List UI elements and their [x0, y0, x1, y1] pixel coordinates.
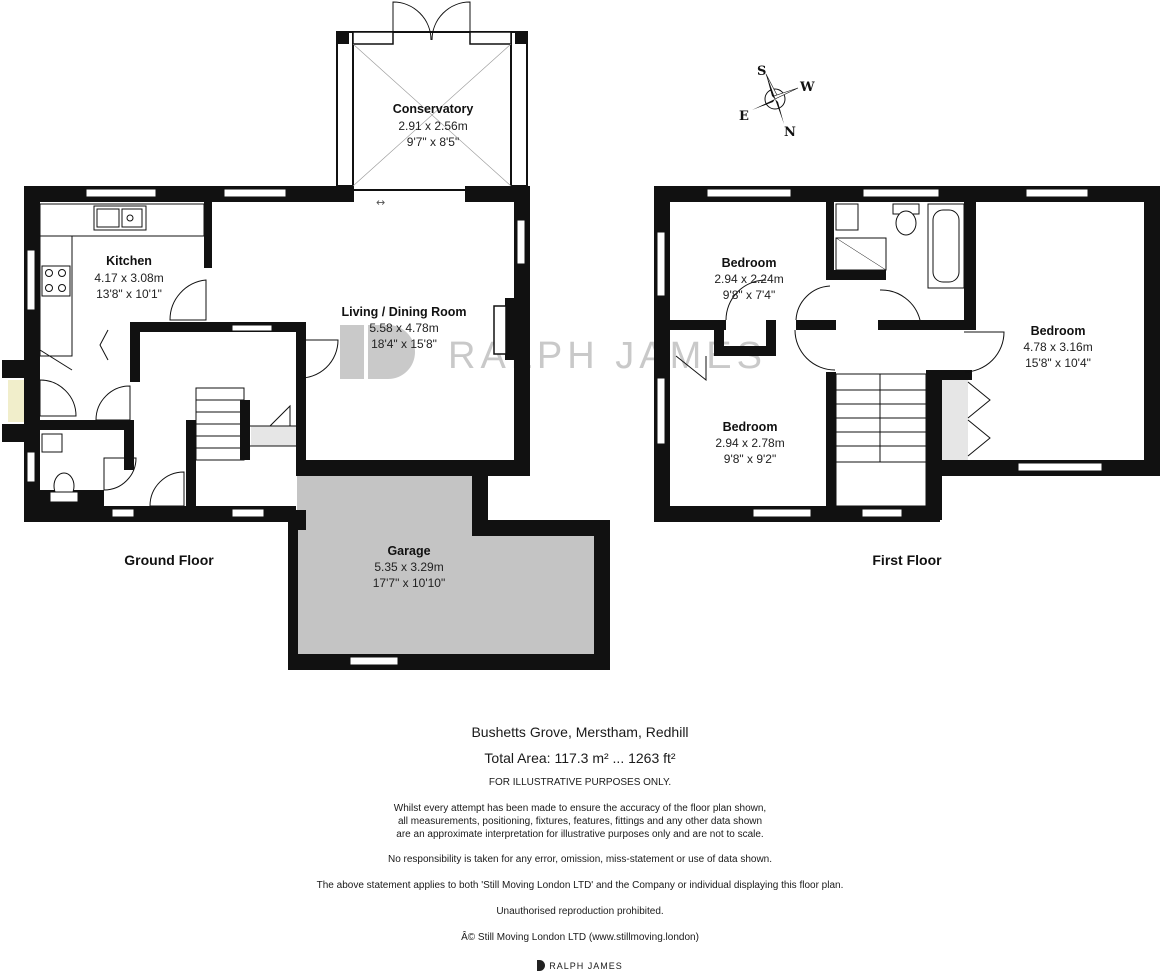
first-walls — [654, 186, 1160, 522]
disclaimer-line: are an approximate interpretation for il… — [396, 829, 764, 840]
disclaimer-line: all measurements, positioning, fixtures,… — [397, 816, 763, 827]
brand-footer: RALPH JAMES — [230, 960, 930, 971]
room-imperial-kitchen: 13'8" x 10'1" — [96, 287, 162, 301]
room-metric-kitchen: 4.17 x 3.08m — [94, 271, 163, 285]
room-metric-bedroom-3: 2.94 x 2.78m — [715, 436, 784, 450]
cloakroom-fittings — [41, 433, 79, 503]
room-imperial-bedroom-1: 9'8" x 7'4" — [723, 288, 775, 302]
statement: The above statement applies to both 'Sti… — [316, 880, 844, 891]
first-doors — [675, 279, 1005, 457]
illustrative-note: FOR ILLUSTRATIVE PURPOSES ONLY. — [488, 777, 672, 788]
floor-plan: RALPH JAMES — [2, 1, 1160, 670]
bathroom-fittings — [835, 203, 965, 289]
room-imperial-conservatory: 9'7" x 8'5" — [407, 135, 459, 149]
ground-floor-plan: ↔ — [2, 1, 610, 670]
compass-e: E — [739, 109, 749, 124]
room-imperial-bedroom-2: 15'8" x 10'4" — [1025, 356, 1091, 370]
room-name-bedroom-2: Bedroom — [1031, 324, 1086, 338]
room-name-living-dining: Living / Dining Room — [342, 305, 467, 319]
room-name-kitchen: Kitchen — [106, 254, 152, 268]
room-name-bedroom-1: Bedroom — [722, 256, 777, 270]
compass-w: W — [799, 80, 815, 95]
room-name-conservatory: Conservatory — [393, 102, 474, 116]
ground-doors — [39, 279, 339, 507]
conservatory-frame: ↔ — [336, 1, 528, 209]
room-metric-bedroom-1: 2.94 x 2.24m — [714, 272, 783, 286]
compass-icon: S W E N — [739, 64, 815, 140]
property-address: Bushetts Grove, Merstham, Redhill — [471, 724, 689, 740]
first-stairs — [835, 373, 927, 507]
room-name-bedroom-3: Bedroom — [723, 420, 778, 434]
room-imperial-garage: 17'7" x 10'10" — [373, 576, 446, 590]
room-metric-conservatory: 2.91 x 2.56m — [398, 119, 467, 133]
room-imperial-bedroom-3: 9'8" x 9'2" — [724, 452, 776, 466]
fireplace — [493, 298, 519, 360]
room-metric-bedroom-2: 4.78 x 3.16m — [1023, 340, 1092, 354]
first-floor-label: First Floor — [872, 552, 942, 568]
garage-area — [297, 475, 600, 660]
kitchen-fittings — [39, 203, 205, 357]
cupboard — [251, 426, 297, 446]
porch — [8, 380, 28, 422]
first-windows — [656, 188, 1103, 518]
ground-floor-label: Ground Floor — [124, 552, 214, 568]
disclaimer-line: Whilst every attempt has been made to en… — [393, 803, 767, 814]
room-metric-living-dining: 5.58 x 4.78m — [369, 321, 438, 335]
compass-n: N — [784, 125, 796, 140]
room-name-garage: Garage — [387, 544, 430, 558]
copyright: Â© Still Moving London LTD (www.stillmov… — [461, 932, 699, 943]
unauthorised-note: Unauthorised reproduction prohibited. — [496, 906, 664, 917]
room-imperial-living-dining: 18'4" x 15'8" — [371, 337, 437, 351]
wardrobe — [938, 380, 968, 460]
ground-windows — [26, 188, 526, 666]
brand-logo-icon — [537, 960, 546, 971]
brand-name: RALPH JAMES — [549, 960, 623, 971]
no-responsibility: No responsibility is taken for any error… — [387, 854, 773, 865]
svg-text:↔: ↔ — [376, 196, 385, 209]
total-area: Total Area: 117.3 m² ... 1263 ft² — [484, 750, 676, 766]
ground-stairs — [195, 387, 296, 461]
room-metric-garage: 5.35 x 3.29m — [374, 560, 443, 574]
first-floor-plan: Bedroom 2.94 x 2.24m 9'8" x 7'4" Bedroom… — [654, 186, 1160, 568]
disclaimer: Whilst every attempt has been made to en… — [230, 802, 930, 841]
compass-s: S — [757, 64, 766, 79]
